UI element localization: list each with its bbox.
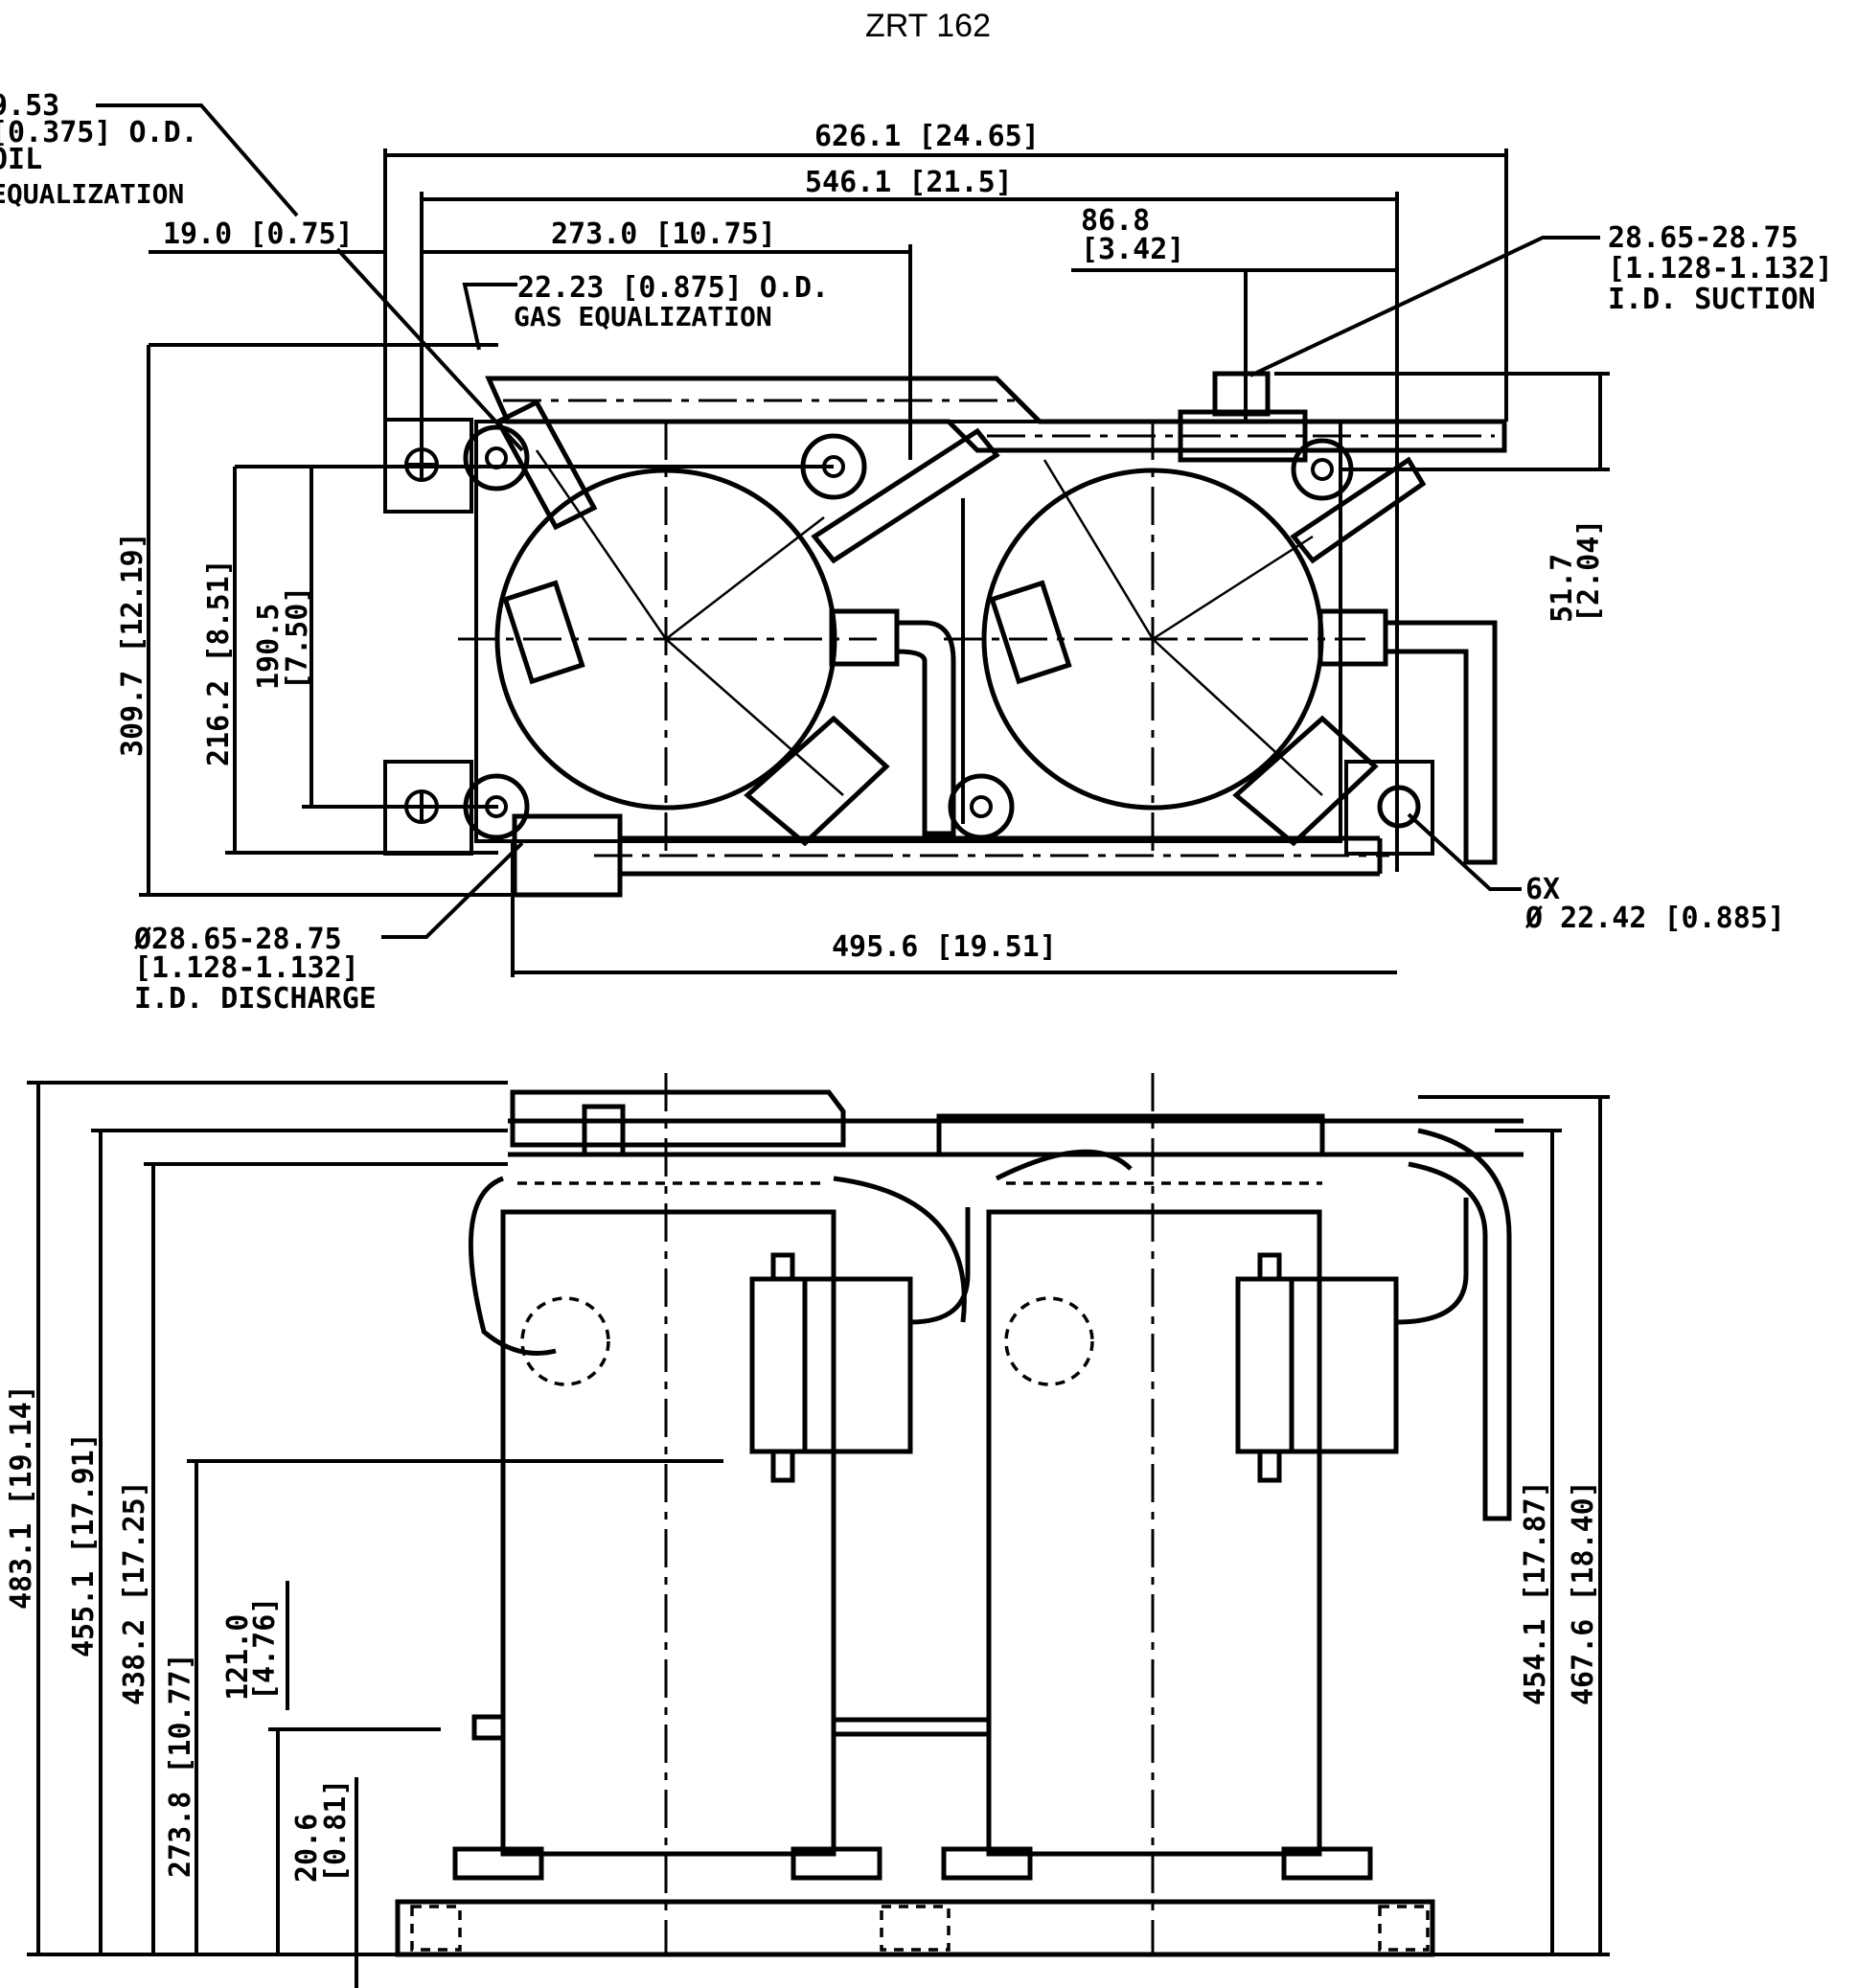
mount-plate-bottom-right [1344,760,1434,856]
side-view: 483.1 [19.14] 455.1 [17.91] 438.2 [17.25… [5,1073,1610,1988]
discharge-line-1: Ø28.65-28.75 [133,923,342,956]
oil-eq-line-3: OIL [0,143,42,176]
dim-51-line-1: 51.7 [1546,554,1579,623]
dim-455: 455.1 [17.91] [67,1432,101,1657]
dim-190-line-2: [7.50] [281,586,314,690]
oil-eq-line-1: 9.53 [0,89,59,123]
dim-121-line-2: [4.76] [248,1597,282,1701]
dim-495: 495.6 [19.51] [832,930,1057,964]
suction-line-3: I.D. SUCTION [1608,283,1816,316]
gas-eq-line-1: 22.23 [0.875] O.D. [517,271,829,305]
oil-eq-line-2: [0.375] O.D. [0,116,198,149]
dim-121-line-1: 121.0 [221,1614,255,1701]
dim-mount-width: 546.1 [21.5] [805,166,1013,199]
dim-86-line-1: 86.8 [1081,204,1150,238]
compressor-frame [474,420,1342,843]
dim-483: 483.1 [19.14] [5,1384,38,1610]
dim-467: 467.6 [18.40] [1567,1480,1600,1705]
oil-eq-line-4: EQUALIZATION [0,178,184,210]
suction-line-1: 28.65-28.75 [1608,221,1799,255]
discharge-line-3: I.D. DISCHARGE [134,982,377,1016]
dim-216: 216.2 [8.51] [202,559,236,766]
dim-273-top: 273.0 [10.75] [551,217,776,251]
drawing-title: ZRT 162 [864,8,992,44]
shell-left [500,1209,836,1857]
dim-51-line-2: [2.04] [1572,519,1606,623]
dim-309: 309.7 [12.19] [116,532,149,757]
dim-190-line-1: 190.5 [252,604,286,690]
dim-454: 454.1 [17.87] [1519,1480,1552,1705]
top-view: 9.53 [0.375] O.D. OIL EQUALIZATION 626.1… [0,89,1833,1016]
dim-438: 438.2 [17.25] [118,1480,151,1705]
dim-86-line-2: [3.42] [1081,233,1184,266]
holes-line-2: Ø 22.42 [0.885] [1524,902,1785,935]
suction-line-2: [1.128-1.132] [1608,252,1833,286]
discharge-line-2: [1.128-1.132] [134,951,359,985]
dim-20-line-2: [0.81] [319,1779,353,1883]
dim-20-line-1: 20.6 [290,1814,324,1883]
holes-line-1: 6X [1525,873,1560,906]
gas-eq-line-2: GAS EQUALIZATION [514,301,772,332]
dim-overall-width: 626.1 [24.65] [814,120,1040,153]
dim-19: 19.0 [0.75] [163,217,354,251]
dim-273-side: 273.8 [10.77] [164,1653,197,1878]
